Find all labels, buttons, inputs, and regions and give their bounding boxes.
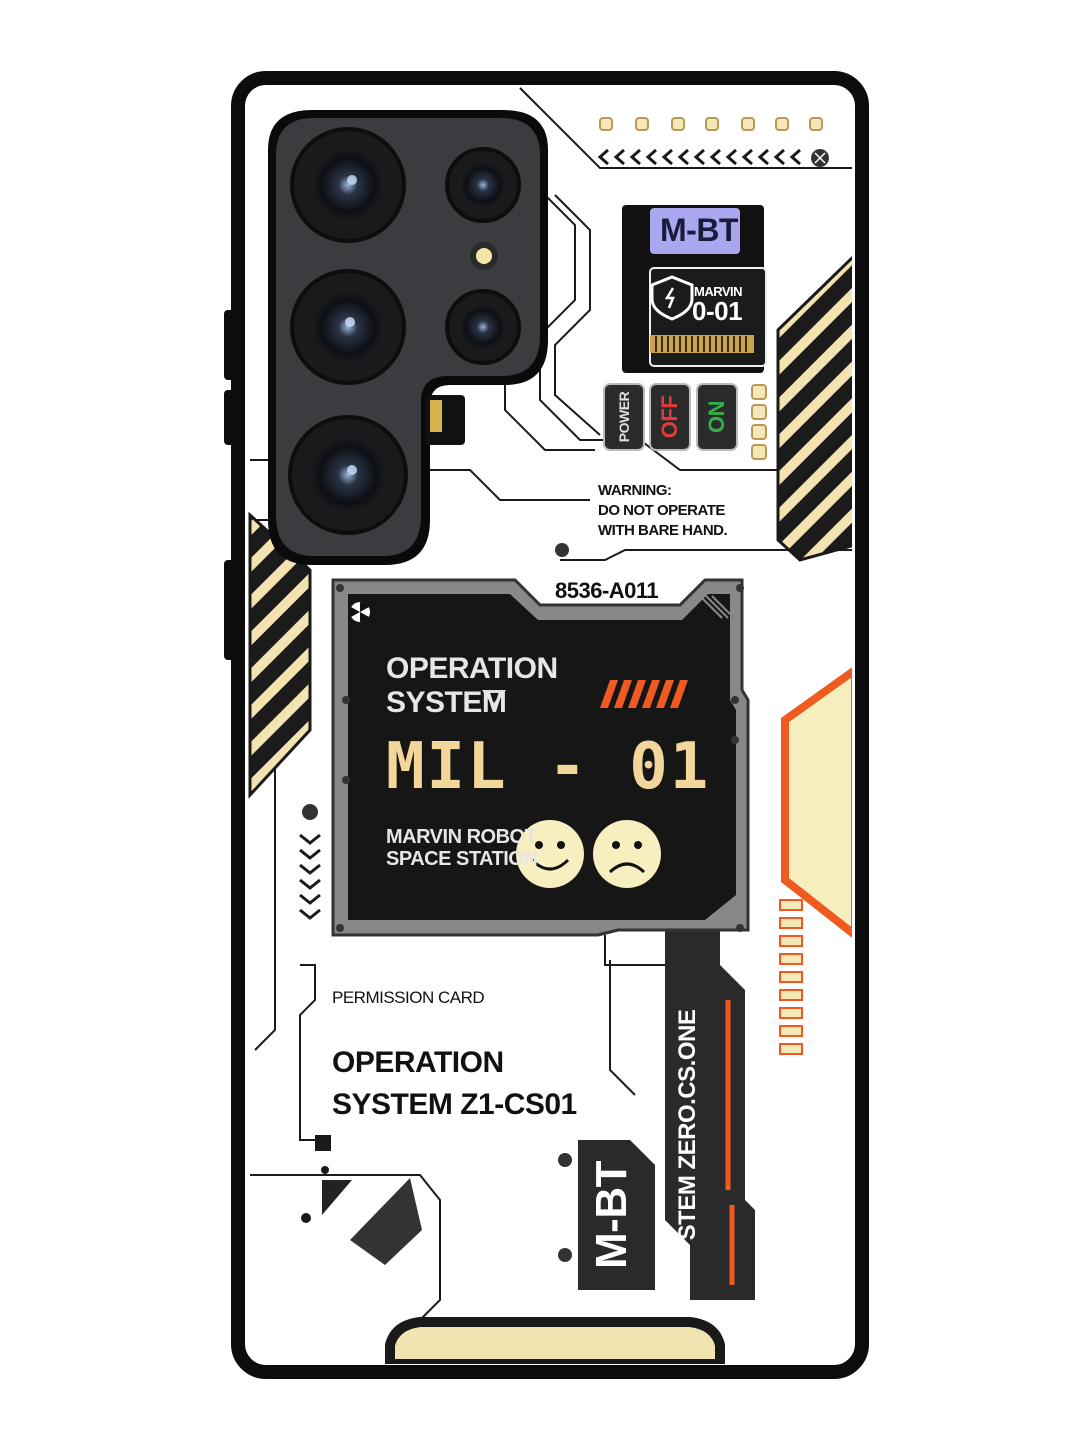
badge-code-label: 0-01 — [692, 296, 743, 326]
flash-icon — [470, 242, 498, 270]
warning-line-1: WARNING: — [598, 482, 672, 499]
permission-card-label: PERMISSION CARD — [332, 988, 485, 1007]
screw-icon — [302, 804, 318, 820]
switch-group — [603, 383, 767, 460]
shield-bolt-icon — [650, 275, 694, 321]
serial-number: 8536-A011 — [555, 578, 659, 603]
badge-name-label: MARVIN — [694, 284, 743, 299]
bottom-slot — [385, 1317, 725, 1364]
lens-small-icon — [445, 289, 521, 365]
indicator-bars-right — [779, 899, 803, 1055]
panel-os-line-2: SYSTEM — [386, 686, 507, 719]
switch-off-label: OFF — [657, 395, 682, 439]
lens-small-icon — [445, 147, 521, 223]
permission-line-2: SYSTEM Z1-CS01 — [332, 1088, 577, 1121]
lens-main-icon — [290, 127, 406, 243]
indicator-dots-top — [599, 117, 823, 131]
switch-on-label: ON — [704, 401, 729, 433]
mbt-vertical-label: M-BT — [587, 1161, 636, 1269]
chevron-left-row-icon — [597, 148, 801, 166]
panel-model: MIL - 01 — [386, 730, 711, 804]
panel-sub-line-2: SPACE STATION — [386, 848, 538, 870]
screw-icon — [555, 543, 569, 557]
hazard-stripes-right — [776, 251, 852, 562]
warning-line-3: WITH BARE HAND. — [598, 522, 728, 539]
case-graphics — [248, 87, 852, 1364]
mbt-vertical-tag — [578, 1140, 655, 1290]
lens-main-icon — [290, 269, 406, 385]
switch-power-label: POWER — [616, 391, 632, 443]
warning-line-2: DO NOT OPERATE — [598, 502, 725, 519]
hazard-stripes-orange — [600, 680, 688, 708]
permission-line-1: OPERATION — [332, 1046, 504, 1079]
panel-os-line-1: OPERATION — [386, 652, 558, 685]
mbt-badge — [622, 205, 767, 373]
panel-sub-line-1: MARVIN ROBOT — [386, 826, 537, 848]
triangle-logo-icon — [482, 690, 506, 708]
stem-vertical-label: STEM ZERO.CS.ONE — [674, 1009, 701, 1241]
main-display-panel — [331, 578, 750, 937]
lens-main-icon — [288, 415, 408, 535]
smiley-sad-icon — [593, 820, 661, 888]
chevron-down-column-icon — [299, 833, 321, 920]
hexagon-plate — [781, 662, 852, 944]
badge-top-label: M-BT — [660, 212, 738, 248]
geometric-shapes — [301, 1135, 422, 1265]
camera-module — [268, 110, 548, 565]
smiley-happy-icon — [516, 820, 584, 888]
